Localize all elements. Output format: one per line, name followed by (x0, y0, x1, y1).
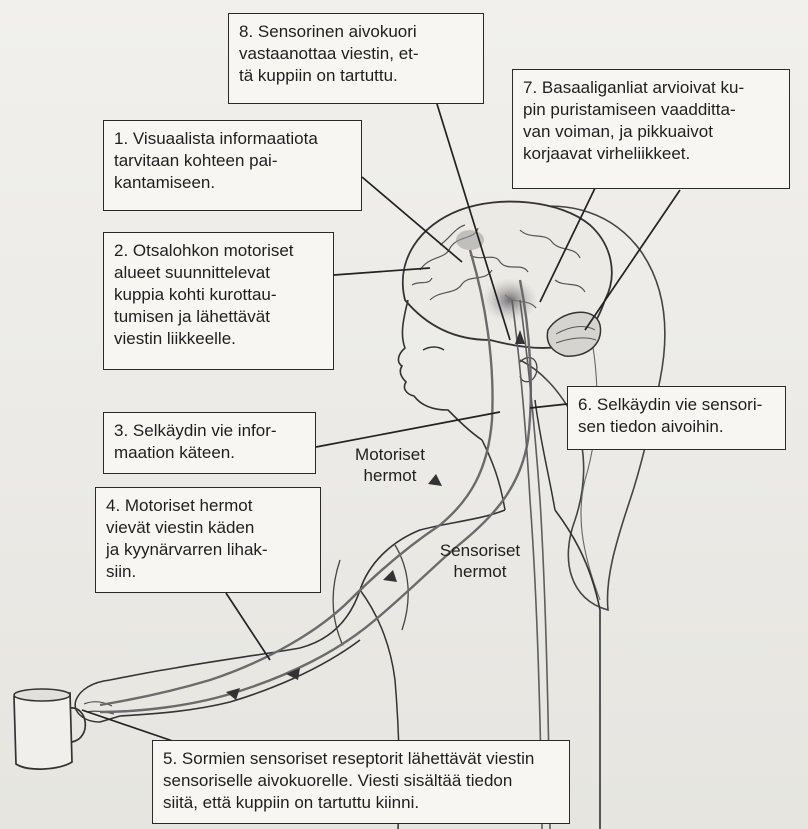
eye (423, 347, 444, 350)
cup (14, 689, 85, 769)
label-motor-nerves: Motoriset hermot (340, 444, 440, 486)
sleeve (333, 545, 408, 650)
callout-2-frontal-motor: 2. Otsalohkon motoriset alueet suunnitte… (103, 232, 334, 370)
callout-4-motor-nerves: 4. Motoriset hermot vievät viestin käden… (95, 487, 321, 593)
callout-5-finger-receptors: 5. Sormien sensoriset reseptorit lähettä… (152, 740, 570, 824)
callout-7-basal-ganglia: 7. Basaaliganliat arvioivat ku- pin puri… (512, 69, 790, 189)
callout-3-spinal-to-hand: 3. Selkäydin vie infor- maation käteen. (103, 412, 316, 474)
callout-1-visual-information: 1. Visuaalista informaatiota tarvitaan k… (103, 120, 362, 211)
arm-upper (110, 640, 360, 716)
callout-8-sensory-cortex: 8. Sensorinen aivokuori vastaanottaa vie… (228, 13, 484, 104)
callout-6-spinal-to-brain: 6. Selkäydin vie sensori- sen tiedon aiv… (567, 386, 786, 450)
basal-ganglia-shade (482, 278, 538, 322)
label-sensory-nerves: Sensoriset hermot (428, 540, 532, 582)
